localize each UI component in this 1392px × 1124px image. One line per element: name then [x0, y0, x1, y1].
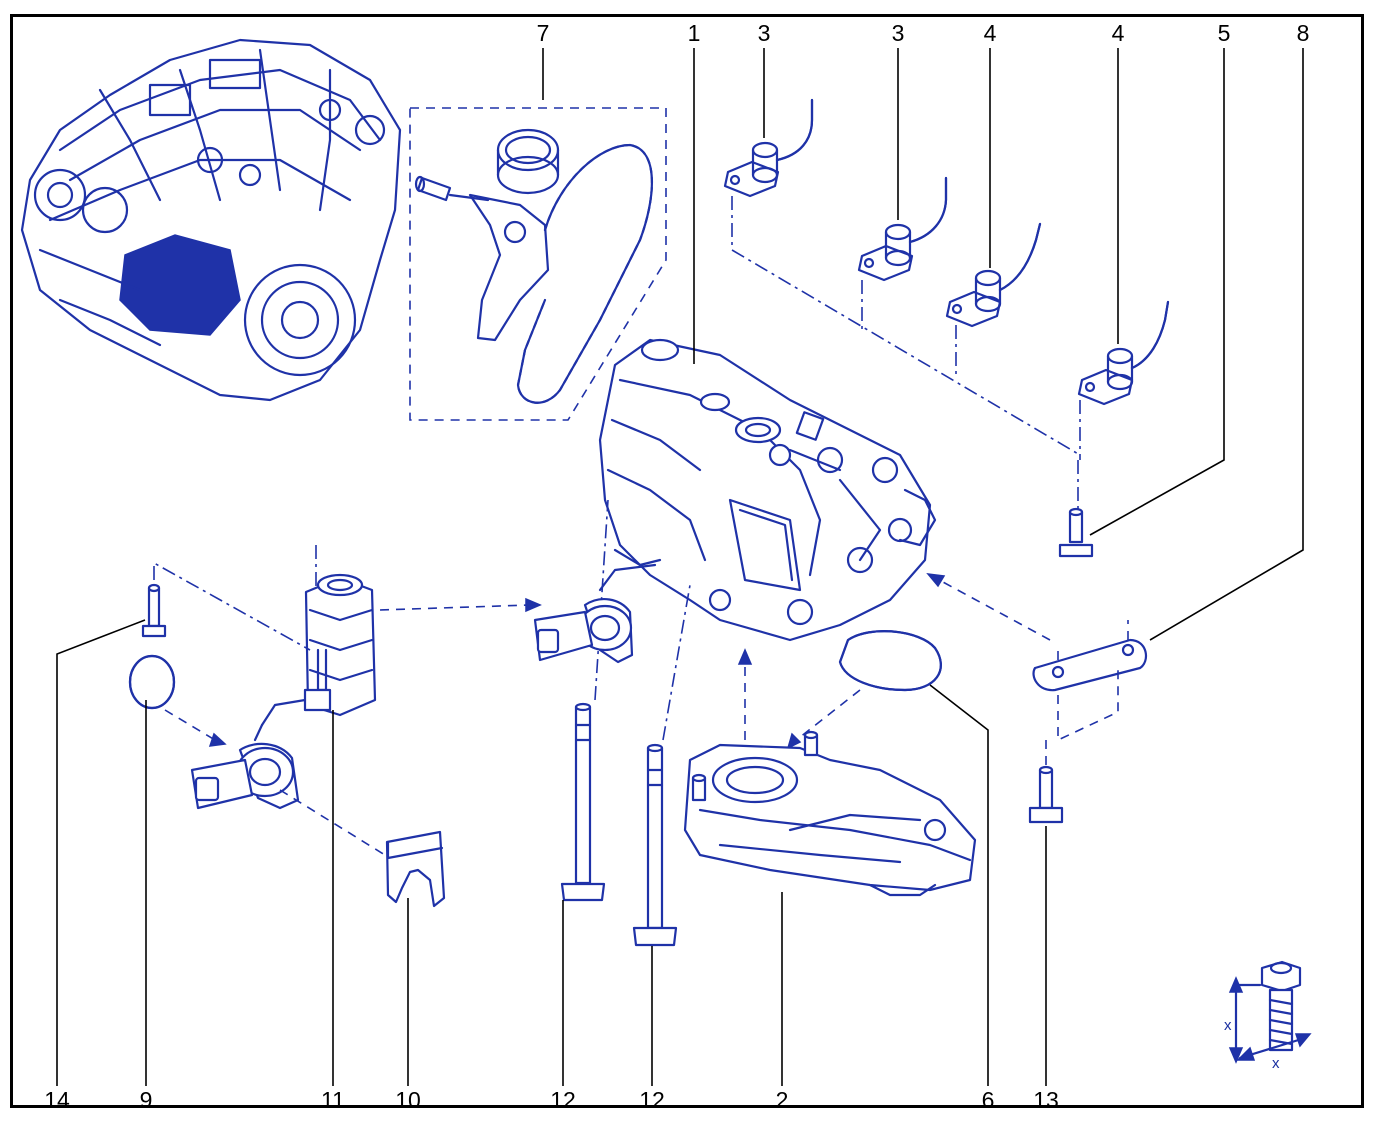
- callout-leaders: [56, 48, 1304, 1086]
- bolt-14: [141, 583, 167, 638]
- callout-1: 1: [687, 20, 701, 46]
- callout-4b: 4: [1111, 20, 1125, 46]
- callout-12b: 12: [639, 1087, 665, 1113]
- sensor-3b: [857, 176, 948, 282]
- oil-pressure-sensor-left: [190, 723, 300, 810]
- callout-3b: 3: [891, 20, 905, 46]
- o-ring-9: [128, 654, 176, 710]
- timing-chain-kit: [409, 107, 667, 421]
- sensor-4b: [1077, 300, 1170, 406]
- callout-11: 11: [321, 1087, 345, 1113]
- callout-13: 13: [1033, 1087, 1059, 1113]
- callout-7: 7: [536, 20, 550, 46]
- callout-6: 6: [981, 1087, 995, 1113]
- oil-pickup-strainer-2: [683, 730, 977, 897]
- torque-symbol-icon: [1228, 960, 1312, 1064]
- long-bolt-12-right: [632, 743, 678, 947]
- engine-overview-illustration: [20, 38, 402, 402]
- sensor-4a: [945, 222, 1042, 328]
- torque-dimension-x-diagonal: x: [1272, 1055, 1280, 1072]
- callout-12a: 12: [550, 1087, 576, 1113]
- bolt-13: [1028, 765, 1064, 824]
- bolt-5: [1058, 507, 1094, 558]
- callout-14: 14: [44, 1087, 70, 1113]
- callout-9: 9: [139, 1087, 153, 1113]
- solenoid-valve-11: [260, 573, 377, 727]
- callout-5: 5: [1217, 20, 1231, 46]
- callout-4a: 4: [983, 20, 997, 46]
- sensor-3a: [723, 98, 814, 198]
- oil-pump-body: [598, 338, 937, 642]
- gasket-6: [838, 630, 942, 692]
- callout-10: 10: [395, 1087, 421, 1113]
- callout-3a: 3: [757, 20, 771, 46]
- plate-8: [1032, 620, 1148, 742]
- oil-pressure-sensor-center: [533, 563, 657, 664]
- torque-dimension-x-vertical: x: [1224, 1017, 1232, 1034]
- long-bolt-12-left: [560, 702, 606, 902]
- callout-2: 2: [775, 1087, 789, 1113]
- retaining-clip-10: [385, 830, 446, 908]
- diagram-frame: [10, 14, 1364, 1108]
- callout-8: 8: [1296, 20, 1310, 46]
